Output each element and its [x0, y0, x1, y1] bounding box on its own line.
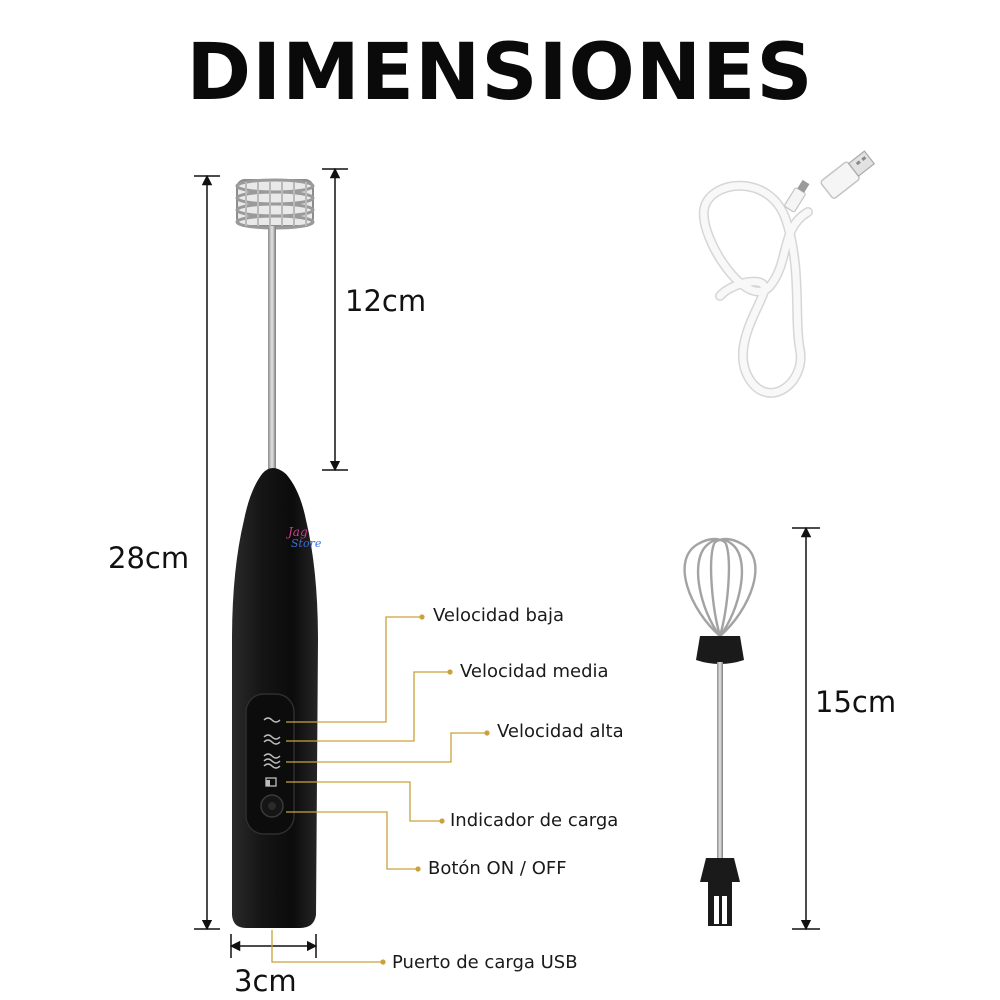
callout-usb-port: Puerto de carga USB [392, 952, 578, 973]
head-length-dimension [322, 167, 348, 472]
page-title: DIMENSIONES [186, 28, 814, 118]
callout-medium-speed: Velocidad media [460, 661, 609, 682]
brand-logo: Jag Store [288, 525, 322, 550]
frother-rod [268, 226, 276, 471]
width-label: 3cm [234, 964, 297, 998]
callout-power-button: Botón ON / OFF [428, 858, 567, 879]
callout-high-speed: Velocidad alta [497, 721, 624, 742]
total-length-dimension [194, 174, 220, 931]
head-length-label: 12cm [345, 284, 427, 318]
callout-charge-indicator: Indicador de carga [450, 810, 619, 831]
whisk-length-dimension [792, 526, 820, 931]
callout-lines [271, 616, 487, 963]
whisk-length-label: 15cm [815, 685, 897, 719]
milk-frother [232, 178, 318, 928]
low-speed-icon [263, 717, 281, 723]
callout-dots [380, 614, 490, 965]
total-length-label: 28cm [108, 541, 190, 575]
medium-speed-icon [263, 734, 281, 745]
balloon-whisk-attachment [683, 537, 757, 926]
usb-cable [698, 150, 876, 398]
spring-whisk-head [235, 178, 315, 230]
high-speed-icon [263, 753, 281, 769]
callout-low-speed: Velocidad baja [433, 605, 564, 626]
width-dimension [229, 934, 318, 958]
